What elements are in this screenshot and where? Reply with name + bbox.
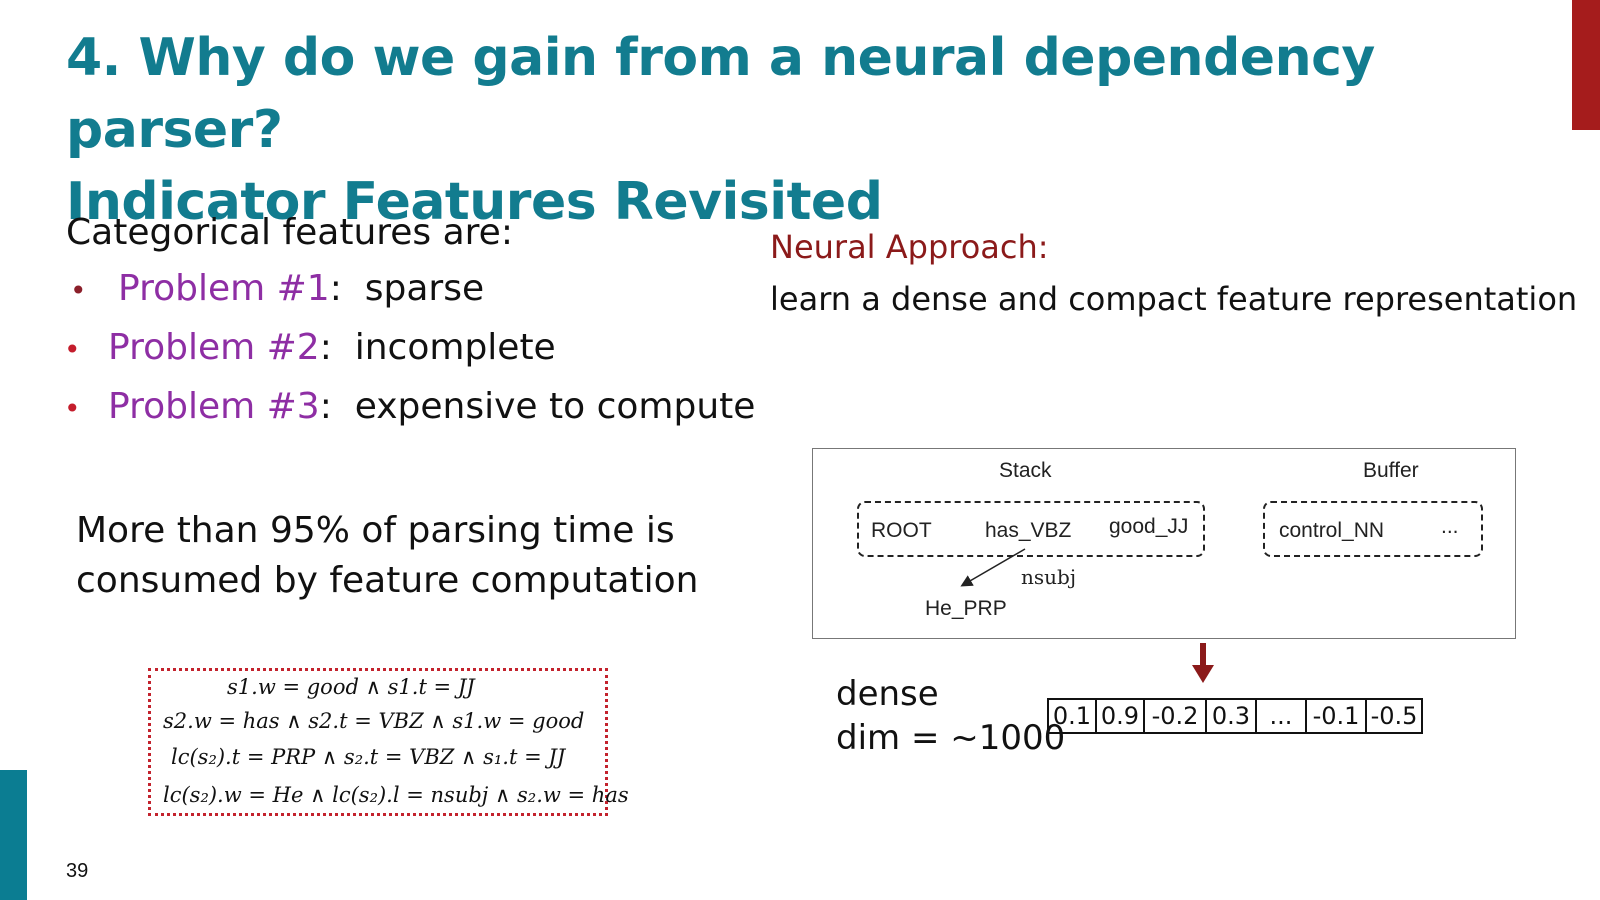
stack-token-has: has_VBZ: [985, 519, 1072, 542]
problem-separator: :: [319, 386, 332, 427]
page-number: 39: [66, 860, 89, 882]
top-right-accent-bar: [1572, 0, 1600, 130]
title-line-1: 4. Why do we gain from a neural dependen…: [66, 28, 1375, 160]
vector-cell: -0.5: [1367, 700, 1423, 732]
parsing-time-note: More than 95% of parsing time is consume…: [76, 506, 698, 606]
buffer-label: Buffer: [1363, 459, 1419, 482]
dense-label-line-1: dense: [836, 674, 939, 714]
bullet-marker: •: [64, 333, 81, 366]
formula-line-3: lc(s₂).t = PRP ∧ s₂.t = VBZ ∧ s₁.t = JJ: [171, 745, 566, 769]
neural-approach-heading: Neural Approach:: [770, 228, 1049, 266]
vector-cell: ...: [1257, 700, 1307, 732]
vector-cell: -0.2: [1145, 700, 1207, 732]
dense-vector: 0.1 0.9 -0.2 0.3 ... -0.1 -0.5: [1047, 698, 1423, 734]
buffer-box: [1263, 501, 1483, 557]
neural-approach-description: learn a dense and compact feature repres…: [770, 280, 1578, 318]
problem-description: sparse: [364, 268, 485, 309]
down-arrow-icon: [1192, 643, 1214, 683]
stack-box: [857, 501, 1205, 557]
formula-line-2: s2.w = has ∧ s2.t = VBZ ∧ s1.w = good: [163, 709, 585, 733]
buffer-token-ellipsis: ...: [1441, 515, 1459, 538]
bullet-marker: •: [64, 392, 81, 425]
dense-label: dense dim = ~1000: [836, 672, 1065, 760]
bottom-left-accent-bar: [0, 770, 27, 900]
problem-item-2: • Problem #2: incomplete: [64, 327, 556, 368]
problem-description: expensive to compute: [354, 386, 756, 427]
vector-cell: -0.1: [1307, 700, 1367, 732]
indicator-features-formula-box: s1.w = good ∧ s1.t = JJ s2.w = has ∧ s2.…: [148, 668, 629, 816]
relation-label-nsubj: nsubj: [1021, 565, 1077, 589]
stack-label: Stack: [999, 459, 1052, 482]
vector-cell: 0.9: [1097, 700, 1145, 732]
parser-configuration-diagram: Stack Buffer ROOT has_VBZ good_JJ contro…: [812, 448, 1516, 639]
categorical-intro: Categorical features are:: [66, 212, 513, 253]
parsing-time-line-1: More than 95% of parsing time is: [76, 510, 675, 551]
stack-token-root: ROOT: [871, 519, 932, 542]
vector-cell: 0.3: [1207, 700, 1257, 732]
problem-name: Problem #1: [118, 268, 330, 309]
problem-name: Problem #2: [108, 327, 320, 368]
problem-item-3: • Problem #3: expensive to compute: [64, 386, 755, 427]
formula-line-1: s1.w = good ∧ s1.t = JJ: [227, 675, 475, 699]
bullet-marker: •: [70, 274, 87, 307]
formula-line-4: lc(s₂).w = He ∧ lc(s₂).l = nsubj ∧ s₂.w …: [163, 783, 629, 807]
buffer-token-control: control_NN: [1279, 519, 1385, 542]
dependency-arrow: [960, 548, 1026, 587]
title-line-2: Indicator Features Revisited: [66, 172, 883, 232]
stack-token-good: good_JJ: [1109, 515, 1189, 538]
dependent-token-he: He_PRP: [925, 597, 1007, 620]
problem-name: Problem #3: [108, 386, 320, 427]
problem-description: incomplete: [354, 327, 556, 368]
slide-title: 4. Why do we gain from a neural dependen…: [66, 22, 1600, 238]
parsing-time-line-2: consumed by feature computation: [76, 560, 699, 601]
problem-separator: :: [319, 327, 332, 368]
problem-item-1: • Problem #1: sparse: [70, 268, 484, 309]
problem-separator: :: [329, 268, 342, 309]
vector-cell: 0.1: [1049, 700, 1097, 732]
dense-label-line-2: dim = ~1000: [836, 718, 1066, 758]
